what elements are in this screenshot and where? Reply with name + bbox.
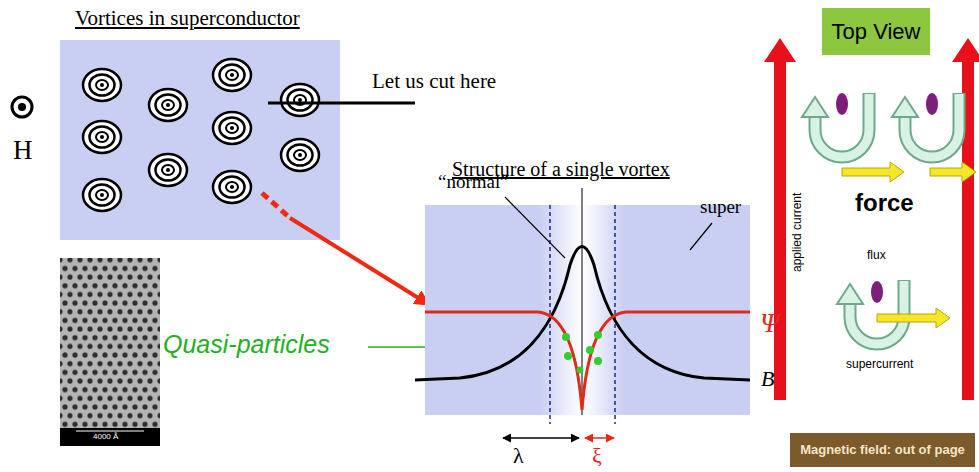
length-label: λ (513, 444, 524, 468)
supercurrent-loop (802, 93, 959, 344)
curve-label: B (761, 367, 774, 391)
vortex-lattice (83, 59, 319, 211)
tag-text: Magnetic field: out of page (800, 443, 965, 458)
length-arrow (503, 437, 579, 439)
length-arrow (585, 437, 614, 439)
field-symbol-label: H (13, 136, 33, 166)
dashed-pointer (262, 193, 290, 218)
leader-line (690, 223, 712, 250)
current-label: supercurrent (846, 358, 913, 371)
region-label: “normal” (438, 172, 509, 193)
current-arrow (952, 38, 979, 400)
panel-heading: Vortices in superconductor (75, 7, 300, 30)
force-arrow (842, 162, 976, 328)
field-out-symbol (12, 97, 32, 117)
flux-label: flux (867, 249, 886, 262)
zoom-arrow (290, 218, 428, 304)
superconductor-panel (60, 40, 340, 240)
cut-note: Let us cut here (372, 70, 496, 93)
vortex-axis (582, 188, 583, 415)
vortex-micrograph (60, 258, 160, 446)
length-label: ξ (592, 444, 602, 468)
order-parameter-curve (425, 312, 750, 410)
curve-label: Ψ (760, 308, 780, 339)
force-label: force (855, 190, 914, 216)
arrow-label: applied current (791, 193, 804, 272)
cut-line (268, 102, 415, 105)
scale-label: 4000 Å (93, 433, 118, 442)
flux-dot (836, 93, 938, 303)
title-tag: Top View (822, 8, 930, 55)
region-label: super (700, 197, 741, 218)
caption-tag: Magnetic field: out of page (790, 433, 975, 467)
vortex-panel (425, 205, 750, 415)
leader-line (505, 197, 565, 258)
callout-label: Quasi-particles (163, 331, 330, 359)
tag-text: Top View (832, 19, 921, 44)
quasi-particles (562, 331, 602, 374)
